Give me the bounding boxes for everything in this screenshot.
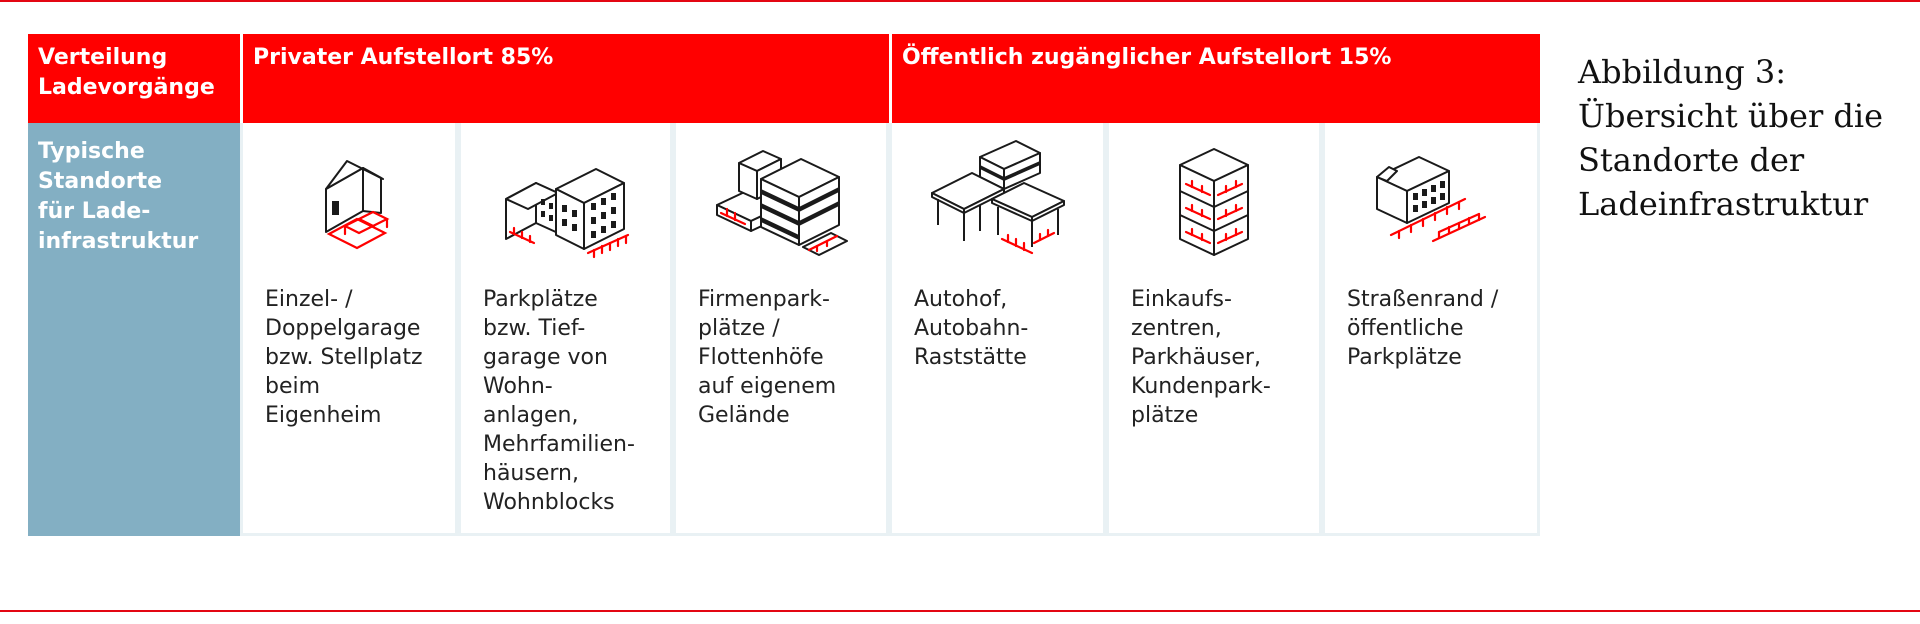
column-residential-parking: Parkplätze bzw. Tief- garage von Wohn- a… [458, 123, 673, 536]
top-rule [0, 0, 1920, 2]
company-building-icon [716, 150, 848, 256]
column-private-garage: Einzel- / Doppelgarage bzw. Stellplatz b… [240, 123, 458, 536]
street-parking-icon [1376, 156, 1487, 243]
apartment-buildings-icon [504, 168, 629, 259]
location-label: Einzel- / Doppelgarage bzw. Stellplatz b… [265, 287, 423, 428]
column-street-parking: Straßenrand / öffentliche Parkplätze [1322, 123, 1540, 536]
parking-garage-icon [1179, 148, 1249, 256]
location-label: Autohof, Autobahn- Raststätte [914, 287, 1029, 370]
location-label: Einkaufs- zentren, Parkhäuser, Kundenpar… [1131, 287, 1271, 428]
location-label: Straßenrand / öffentliche Parkplätze [1347, 287, 1499, 370]
location-label: Firmenpark- plätze / Flottenhöfe auf eig… [698, 287, 837, 428]
location-label: Parkplätze bzw. Tief- garage von Wohn- a… [483, 287, 635, 515]
rest-stop-icon [930, 140, 1065, 255]
charging-locations-table: Verteilung Ladevorgänge Privater Aufstel… [28, 34, 1540, 536]
header-public-group: Öffentlich zugänglicher Aufstellort 15% [892, 34, 1540, 123]
column-company-parking: Firmenpark- plätze / Flottenhöfe auf eig… [673, 123, 889, 536]
header-private-group: Privater Aufstellort 85% [243, 34, 889, 123]
column-shopping-parking: Einkaufs- zentren, Parkhäuser, Kundenpar… [1106, 123, 1322, 536]
garage-house-icon [325, 160, 390, 250]
bottom-rule [0, 610, 1920, 612]
header-distribution-label: Verteilung Ladevorgänge [28, 34, 240, 123]
header-divider [240, 34, 243, 123]
column-rest-stop: Autohof, Autobahn- Raststätte [889, 123, 1106, 536]
row-label-typical-locations: Typische Standorte für Lade- infrastrukt… [28, 123, 240, 536]
header-divider [889, 34, 892, 123]
figure-caption: Abbildung 3: Übersicht über die Standort… [1578, 53, 1884, 223]
